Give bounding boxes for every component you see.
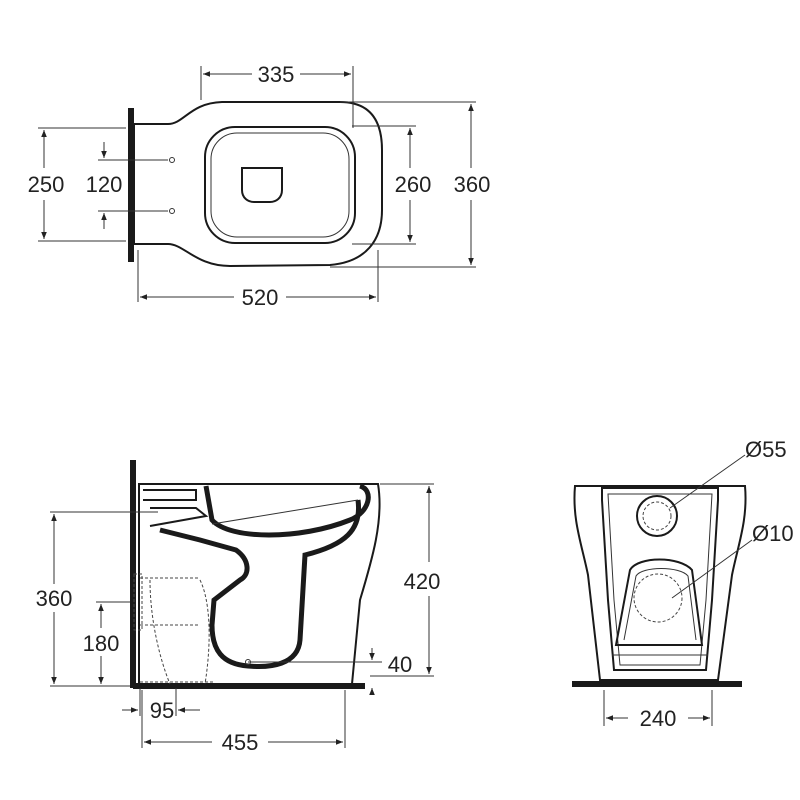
side-outlet-pipe: [140, 577, 215, 685]
front-inlet-leader: [669, 454, 746, 509]
top-seat-outline: [204, 126, 356, 244]
side-wall-outlet: [133, 573, 143, 631]
side-body-outline: [138, 483, 381, 685]
top-seat-inner: [210, 132, 350, 238]
dim-side-outlet-height: 360: [36, 586, 73, 611]
dim-front-outlet-diameter: Ø10: [752, 521, 794, 546]
dim-side-outlet-offset: 95: [150, 698, 174, 723]
front-outlet-opening: [614, 558, 704, 646]
top-mount-hole-2: [169, 208, 175, 214]
dim-top-total-depth: 360: [454, 172, 491, 197]
top-body-outline: [133, 101, 383, 268]
side-rim: [143, 489, 209, 527]
top-flush-button: [241, 167, 283, 203]
dim-top-outer-depth: 250: [28, 172, 65, 197]
dim-front-width: 240: [640, 706, 677, 731]
front-inlet-outer: [636, 495, 678, 537]
top-mount-hole-1: [169, 157, 175, 163]
front-inner-frame: [601, 487, 719, 671]
front-inlet-inner: [642, 501, 672, 531]
front-outlet-circle: [633, 573, 683, 623]
dim-top-length: 520: [242, 285, 279, 310]
dim-side-floor-clearance: 40: [388, 652, 412, 677]
dim-front-inlet-diameter: Ø55: [745, 437, 787, 462]
dim-top-hole-spacing: 120: [86, 172, 123, 197]
dim-side-outlet-center: 180: [83, 631, 120, 656]
front-body-outline: [573, 485, 747, 681]
side-view: 360 180 420 40 95 455: [36, 460, 441, 755]
dim-top-inner-depth: 260: [395, 172, 432, 197]
side-water-line: [211, 499, 359, 525]
front-outlet-leader: [671, 539, 753, 599]
front-view: Ø55 Ø10 240: [572, 437, 794, 731]
top-view: 335 250 120 260 360 520: [28, 62, 491, 310]
dim-top-width: 335: [258, 62, 295, 87]
dim-side-height: 420: [404, 569, 441, 594]
dim-side-length: 455: [222, 730, 259, 755]
side-trap: [159, 483, 371, 669]
